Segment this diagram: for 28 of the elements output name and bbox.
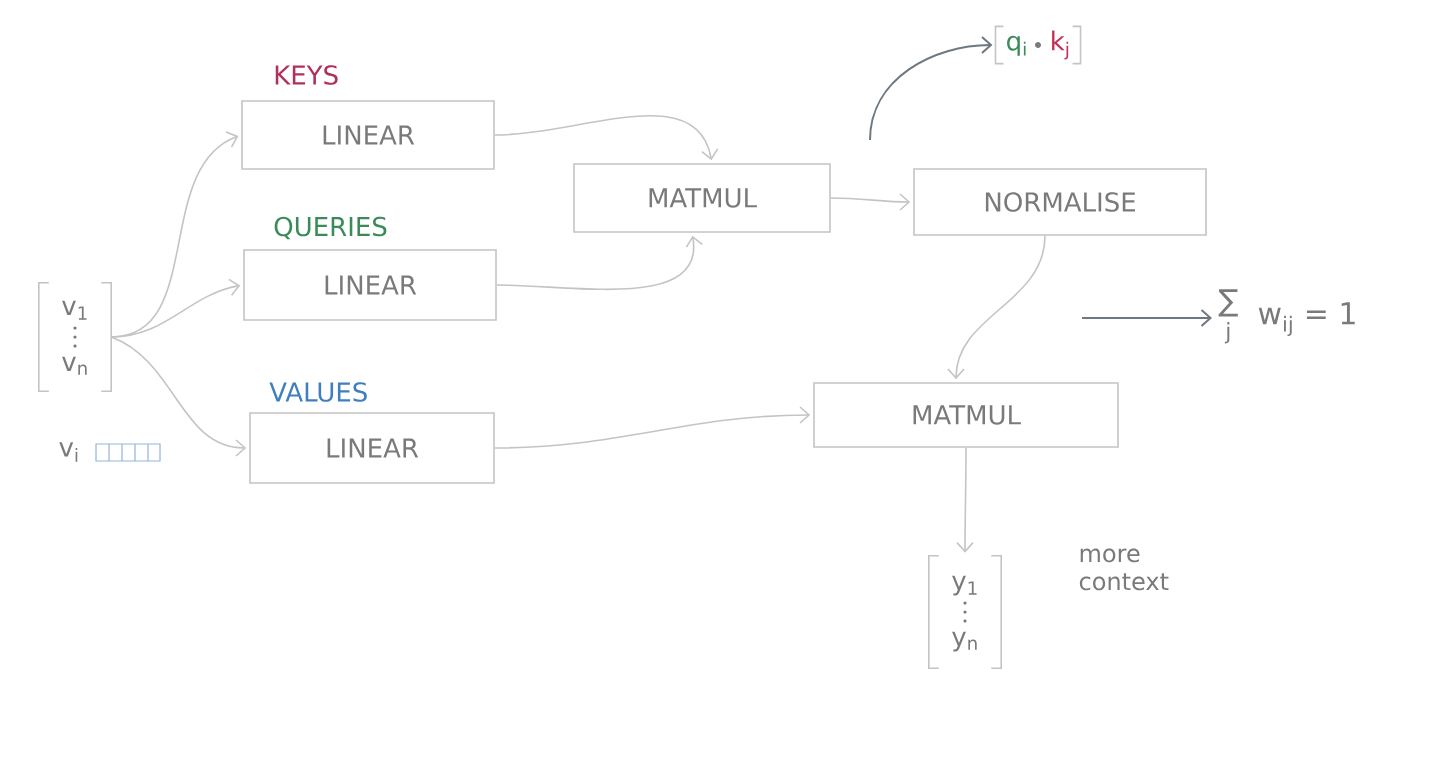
note-text: more context bbox=[1079, 548, 1169, 591]
box-heading: KEYS bbox=[275, 65, 338, 85]
arrow bbox=[830, 193, 911, 211]
arrow bbox=[1081, 309, 1212, 327]
process-box: NORMALISE bbox=[913, 168, 1207, 236]
arrow bbox=[947, 235, 1046, 380]
box-heading: VALUES bbox=[269, 382, 367, 402]
sum-formula: ∑ j w$_{ij}$ = 1 bbox=[1218, 289, 1355, 344]
vector-bracket: y$_{1}$ y$_{n}$ bbox=[928, 555, 1002, 669]
process-box: LINEAR bbox=[241, 100, 495, 170]
process-box: MATMUL bbox=[573, 163, 831, 233]
arrow bbox=[494, 406, 811, 449]
node-label: y$_{n}$ bbox=[952, 631, 977, 652]
arrow bbox=[496, 235, 703, 291]
node-label: v$_{n}$ bbox=[62, 356, 87, 375]
dot-product-formula: q$_{i}$ k$_{j}$ bbox=[994, 25, 1082, 65]
vector-label: v$_{i}$ bbox=[59, 442, 78, 462]
process-box: LINEAR bbox=[249, 412, 495, 484]
arrow bbox=[110, 336, 247, 457]
node-label: v$_{1}$ bbox=[62, 300, 87, 320]
process-box: LINEAR bbox=[243, 249, 497, 321]
arrow bbox=[956, 447, 974, 553]
process-box: MATMUL bbox=[813, 382, 1119, 448]
box-heading: QUERIES bbox=[274, 216, 387, 240]
arrow bbox=[494, 114, 719, 161]
vector-bracket: v$_{1}$ v$_{n}$ bbox=[38, 282, 112, 392]
arrow bbox=[869, 36, 993, 141]
node-label: y$_{1}$ bbox=[952, 575, 977, 596]
